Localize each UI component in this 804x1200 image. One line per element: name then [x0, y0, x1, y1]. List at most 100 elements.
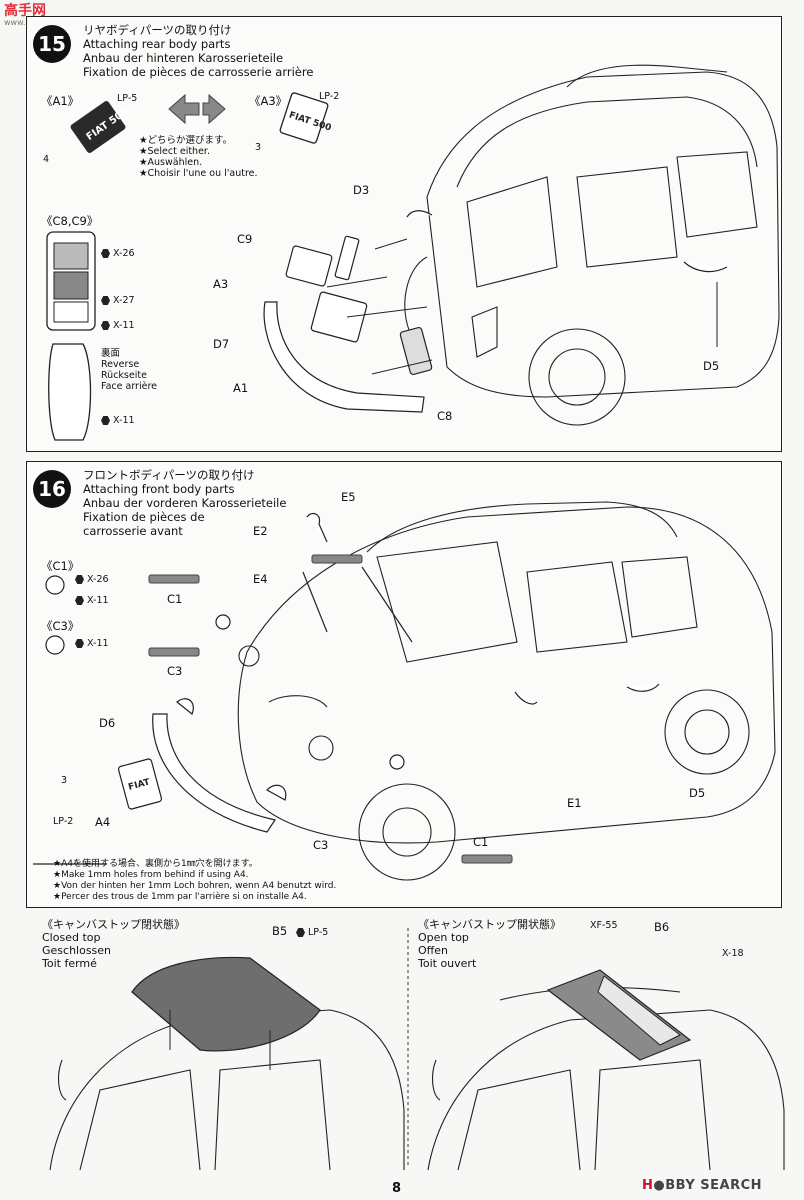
rear-parts: [263, 210, 728, 413]
option-c1-label: 《C1》: [41, 559, 80, 573]
b5-fit-arrows: [169, 1010, 271, 1070]
canvas-top-b5: [131, 956, 321, 1052]
label-e5: E5: [341, 490, 356, 504]
step-15-panel: 15 リヤボディパーツの取り付け Attaching rear body par…: [26, 16, 782, 452]
step-16-title: フロントボディパーツの取り付け Attaching front body par…: [83, 468, 286, 538]
label-a4: A4: [95, 815, 111, 829]
label-c1-top: C1: [167, 592, 183, 606]
step-16-title-en: Attaching front body parts: [83, 482, 235, 496]
lamp-c1-left: [215, 614, 231, 630]
c1-paint-x11-label: X-11: [87, 595, 109, 606]
b5-paint-lp5: LP-5: [296, 927, 328, 938]
lamp-c9: [334, 235, 360, 281]
closed-top-fr: Toit fermé: [42, 957, 97, 970]
paint-hex-icon: [75, 639, 84, 648]
lamp-c8: [399, 326, 433, 376]
paint-hex-icon: [101, 249, 110, 258]
option-c3-label: 《C3》: [41, 619, 80, 633]
label-c3-top: C3: [167, 664, 183, 678]
reverse-de: Rückseite: [101, 370, 147, 381]
label-e2: E2: [253, 524, 268, 538]
plate-a1: [310, 291, 368, 343]
select-arrows: [168, 93, 226, 125]
num-3-marker: 3: [255, 142, 262, 153]
option-a3-plate: FIAT 500: [279, 92, 332, 144]
lamp-c1-right: [389, 754, 405, 770]
cement-tube-icons: [148, 554, 513, 864]
select-either-note: ★どちらか選びます。 ★Select either. ★Auswählen. ★…: [139, 135, 258, 179]
label-e4: E4: [253, 572, 268, 586]
open-top-de: Offen: [418, 944, 448, 957]
hobby-search-logo: H●BBY SEARCH: [642, 1178, 763, 1193]
watermark-site: 高手网: [4, 3, 46, 19]
step-16-badge: 16: [33, 470, 71, 508]
open-top-fr: Toit ouvert: [418, 957, 477, 970]
label-c9: C9: [237, 232, 253, 246]
num-4-marker: 4: [43, 154, 50, 165]
select-en: ★Select either.: [139, 146, 210, 157]
wiper-e4: [302, 571, 328, 633]
step-16-title-jp: フロントボディパーツの取り付け: [83, 468, 255, 482]
open-top-section: 《キャンバストップ開状態》 Open top Offen Toit ouvert: [418, 918, 561, 970]
label-e1: E1: [567, 796, 582, 810]
label-xf55: XF-55: [590, 920, 618, 931]
c3-paint-x11-label: X-11: [87, 638, 109, 649]
c1-paint-x11: X-11: [75, 595, 109, 606]
c3-paint-x11: X-11: [75, 638, 109, 649]
closed-top-de: Geschlossen: [42, 944, 112, 957]
step-16-illustration: FIAT: [33, 501, 776, 881]
paint-x26-label: X-26: [113, 248, 135, 259]
paint-hex-icon: [75, 596, 84, 605]
plate-a4: [117, 758, 163, 810]
closed-top-jp: 《キャンバストップ閉状態》: [42, 918, 185, 931]
front-car-drawing: [237, 501, 776, 881]
paint-hex-icon: [296, 928, 305, 937]
c1-paint-x26: X-26: [75, 574, 109, 585]
paint-x11-label: X-11: [113, 320, 135, 331]
label-b6: B6: [654, 920, 670, 934]
step-16-panel: 16 フロントボディパーツの取り付け Attaching front body …: [26, 461, 782, 908]
brand-rest: BBY SEARCH: [665, 1178, 763, 1193]
step-15-title-fr: Fixation de pièces de carrosserie arrièr…: [83, 65, 314, 79]
reverse-paint-x11: X-11: [101, 415, 135, 426]
brand-h: H: [642, 1178, 654, 1193]
option-a1-label: 《A1》: [41, 94, 80, 108]
lp5-paint-label: LP-5: [117, 93, 138, 104]
handle-d5-front: [626, 683, 660, 692]
front-parts: [117, 512, 660, 833]
step-15-badge: 15: [33, 25, 71, 63]
rear-bumper-a1: [263, 301, 425, 413]
step-15-title-jp: リヤボディパーツの取り付け: [83, 23, 232, 37]
closed-top-section: 《キャンバストップ閉状態》 Closed top Geschlossen Toi…: [42, 918, 185, 970]
paint-x27: X-27: [101, 295, 135, 306]
c1-paint-x26-label: X-26: [87, 574, 109, 585]
page-number: 8: [392, 1181, 402, 1196]
plate-a3: [285, 245, 333, 287]
step-16-title-de: Anbau der vorderen Karosserieteile: [83, 496, 287, 510]
b5-paint-label: LP-5: [308, 927, 329, 938]
select-jp: ★どちらか選びます。: [139, 135, 233, 146]
wiper-e5: [361, 566, 413, 643]
a4-note-en: ★Make 1mm holes from behind if using A4.: [53, 870, 249, 880]
label-d7: D7: [213, 337, 230, 351]
lp2-paint-label: LP-2: [319, 91, 340, 102]
lamp-c3-left: [176, 698, 194, 715]
lamp-c3-right: [266, 784, 287, 801]
step-16-title-fr2: carrosserie avant: [83, 524, 183, 538]
label-a3: A3: [213, 277, 229, 291]
paint-hex-icon: [75, 575, 84, 584]
handle-d3: [406, 210, 433, 218]
mirror-e1: [514, 691, 538, 705]
label-b5: B5: [272, 924, 288, 938]
label-d5-16: D5: [689, 786, 706, 800]
paint-x11: X-11: [101, 320, 135, 331]
step-15-illustration: FIAT 500 FIAT 500: [46, 64, 780, 441]
label-c1-bottom: C1: [473, 835, 489, 849]
handle-d5: [683, 261, 728, 273]
label-d6: D6: [99, 716, 116, 730]
label-c3-bottom: C3: [313, 838, 329, 852]
step-15-title-de: Anbau der hinteren Karosserieteile: [83, 51, 284, 65]
paint-hex-icon: [101, 321, 110, 330]
reverse-lens-detail: [48, 343, 92, 441]
paint-hex-icon: [101, 416, 110, 425]
